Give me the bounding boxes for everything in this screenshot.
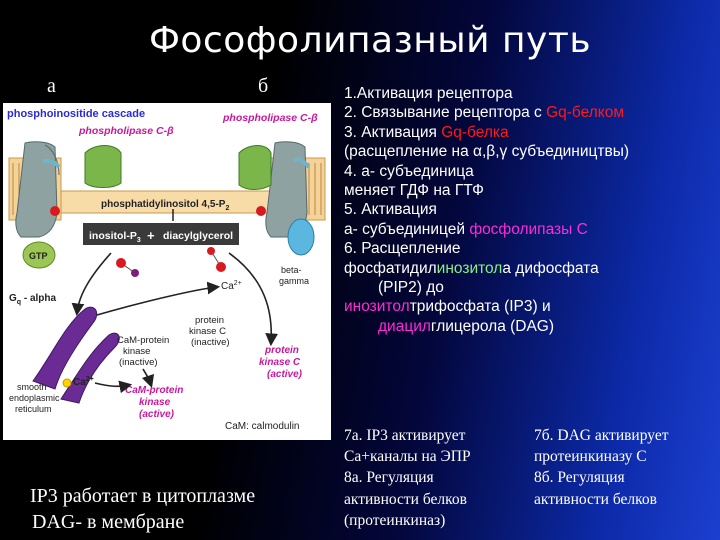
gq-alpha-label: Gq - alpha (9, 293, 57, 306)
arrow-ca-to-pkc (96, 281, 221, 316)
arrow-kinase-activation (141, 368, 155, 389)
ca-label-upper: Ca2+ (221, 280, 242, 292)
pkc-inactive-2: kinase C (189, 326, 226, 337)
step-text: 2. Связывание рецептора с (344, 104, 547, 122)
note-line: 7б. DAG активирует (534, 427, 669, 444)
step-line: меняет ГДФ на ГТФ (344, 181, 714, 200)
note-line: 8б. Регуляция (534, 469, 625, 487)
beta-gamma-label-1: beta- (281, 265, 302, 275)
step-line: 4. а- субъединица (344, 162, 714, 181)
cascade-label: phosphoinositide cascade (7, 108, 145, 120)
note-line: активности белков (344, 490, 467, 508)
pkc-inactive-3: (inactive) (191, 337, 230, 348)
step-text: инозитол (436, 259, 503, 277)
pkc-inactive-1: protein (195, 315, 224, 326)
endoplasmic-reticulum (32, 306, 120, 404)
step-line: диацилглицерола (DAG) (344, 317, 714, 336)
summary-line-dag: DAG- в мембране (32, 511, 185, 533)
step-text: 6. Расщепление (344, 240, 461, 258)
cam-kinase-active-3: (active) (139, 409, 175, 420)
step-text: а- субъединицей (344, 220, 470, 238)
pkc-active-3: (active) (267, 369, 303, 380)
summary-text: IP3 работает в цитоплазме DAG- в мембран… (30, 483, 255, 535)
cam-kinase-inactive-2: kinase (123, 346, 150, 357)
step-line: 2. Связывание рецептора с Gq-белком (344, 103, 714, 122)
cam-kinase-inactive-3: (inactive) (119, 357, 158, 368)
note-line: 8а. Регуляция (344, 469, 434, 487)
pkc-active-2: kinase C (259, 357, 301, 368)
step-line: 5. Активация (344, 200, 714, 219)
pkc-active-1: protein (264, 345, 299, 356)
ca-label-er: Ca2+ (73, 376, 94, 388)
step-text: Gq-белка (441, 123, 509, 141)
slide-title: Фософолипазный путь (148, 20, 592, 61)
notes-column-a: 7а. IP3 активирует Са+каналы на ЭПР 8а. … (344, 425, 524, 531)
step-text: глицерола (DAG) (430, 317, 555, 335)
cam-legend: CaM: calmodulin (225, 421, 299, 432)
step-text: трифосфата (IP3) и (409, 298, 551, 316)
products-box (83, 223, 239, 245)
phosphoinositide-cascade-figure: GTP beta- gamma phosphoinositide cascade… (3, 103, 331, 440)
arrow-ca-to-kinase (94, 380, 133, 394)
cam-kinase-active-2: kinase (139, 397, 171, 408)
receptor-left (15, 141, 61, 238)
ip3-label: inositol-P3 (89, 230, 141, 244)
ligand-dot-right (256, 206, 266, 216)
step-text: 5. Активация (344, 201, 437, 219)
panel-label-b: б (258, 75, 269, 97)
step-line: (PIP2) до (344, 278, 714, 297)
plus-sign: + (147, 228, 155, 243)
step-line: 3. Активация Gq-белка (344, 123, 714, 142)
step-text: диацил (378, 317, 431, 335)
step-text: фосфатидил (344, 259, 437, 277)
dag-molecule (207, 247, 226, 272)
beta-gamma-label-2: gamma (279, 276, 309, 286)
plc-enzyme-right (238, 145, 272, 190)
step-text: инозитол (344, 298, 410, 316)
step-text: 4. а- субъединица (344, 162, 474, 180)
arrow-dag-to-pkc (228, 252, 278, 347)
plc-label-right: phospholipase C-β (222, 112, 318, 124)
ca-ion-dot (62, 378, 72, 388)
step-line: (расщепление на α,β,γ субъедиництвы) (344, 142, 714, 161)
step-text: (расщепление на α,β,γ субъедиництвы) (344, 143, 630, 161)
ligand-dot-left (50, 206, 60, 216)
note-line: 7а. IP3 активирует (344, 427, 466, 444)
gtp-label: GTP (29, 251, 48, 261)
step-line: инозитолтрифосфата (IP3) и (344, 297, 714, 316)
step-line: а- субъединицей фосфолипазы С (344, 220, 714, 239)
cam-kinase-inactive-1: CaM-protein (117, 335, 169, 346)
note-line: Са+каналы на ЭПР (344, 448, 471, 466)
cam-kinase-active-1: CaM-protein (125, 385, 183, 396)
dag-label: diacylglycerol (163, 230, 233, 242)
note-line: протеинкиназу С (534, 448, 647, 466)
er-label-1: smooth (17, 382, 47, 392)
step-text: Gq-белком (546, 104, 624, 122)
panel-label-a: а (47, 75, 56, 97)
note-line: активности белков (534, 490, 657, 508)
pip2-label: phosphatidylinositol 4,5-P2 (101, 199, 229, 212)
step-text: 3. Активация (344, 123, 442, 141)
arrow-ip3-to-er (71, 252, 112, 317)
plc-enzyme-left (84, 145, 122, 188)
step-text: (PIP2) до (378, 279, 444, 297)
gq-alpha-subunit (22, 241, 56, 269)
beta-gamma-subunit (287, 218, 315, 256)
step-line: 6. Расщепление (344, 239, 714, 258)
er-label-2: endoplasmic (9, 393, 60, 403)
plc-label-left: phospholipase C-β (78, 125, 174, 137)
summary-line-ip3: IP3 работает в цитоплазме (30, 485, 256, 507)
notes-column-b: 7б. DAG активирует протеинкиназу С 8б. Р… (534, 425, 718, 510)
ip3-molecule (116, 258, 139, 277)
step-text: а дифосфата (502, 259, 599, 277)
step-text: меняет ГДФ на ГТФ (344, 182, 484, 200)
step-line: фосфатидилинозитола дифосфата (344, 259, 714, 278)
note-line: (протеинкиназ) (344, 511, 446, 529)
step-text: фосфолипазы С (469, 220, 588, 238)
er-label-3: reticulum (15, 404, 52, 414)
step-line: 1.Активация рецептора (344, 84, 714, 103)
step-text: 1.Активация рецептора (344, 85, 513, 102)
